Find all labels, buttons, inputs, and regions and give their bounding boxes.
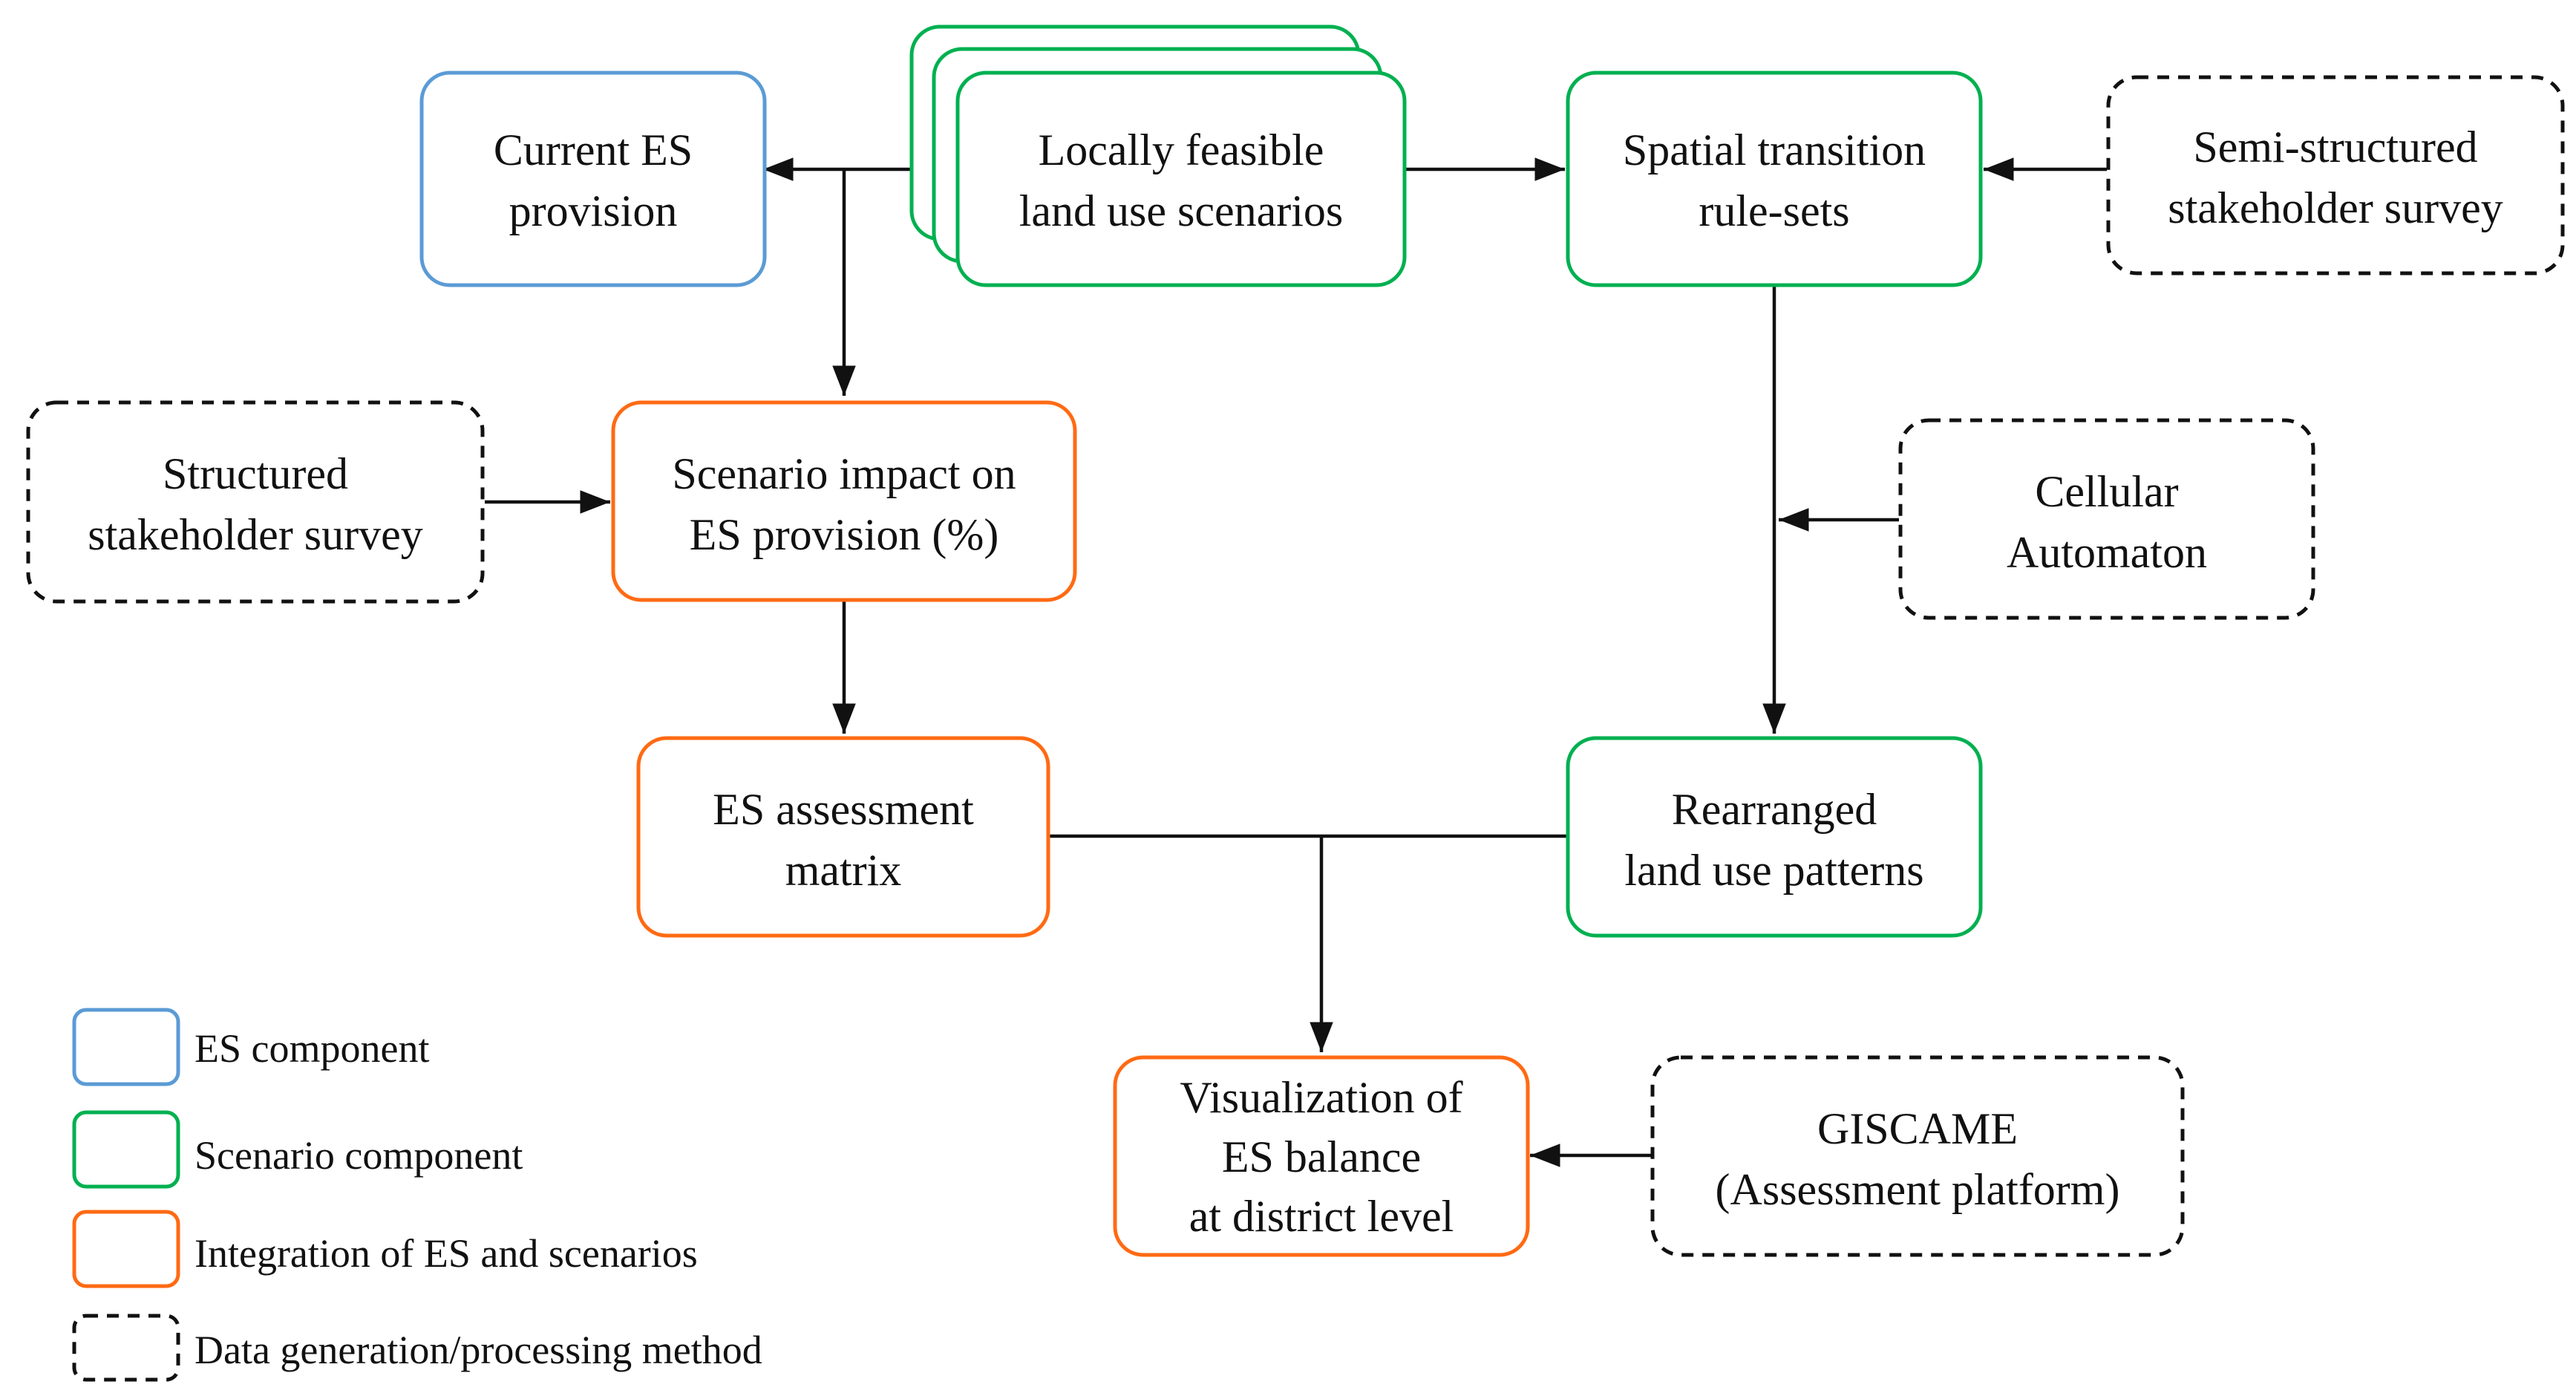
node-text: ES assessment <box>713 785 974 834</box>
node-visualization: Visualization of ES balance at district … <box>1113 1055 1530 1257</box>
legend-label: Data generation/processing method <box>194 1328 762 1372</box>
legend-item-data-method: Data generation/processing method <box>72 1314 762 1382</box>
stack-front-card <box>955 71 1407 287</box>
node-text: Semi-structured <box>2193 123 2477 172</box>
node-text: stakeholder survey <box>88 510 423 559</box>
legend-label: Scenario component <box>194 1133 523 1178</box>
node-text: Rearranged <box>1672 785 1877 834</box>
node-text: land use patterns <box>1624 846 1923 895</box>
connectors <box>485 157 2107 1167</box>
node-text: Visualization of <box>1180 1073 1462 1122</box>
node-text: at district level <box>1189 1192 1454 1241</box>
node-text: provision <box>509 186 678 235</box>
legend-swatch <box>72 1210 180 1288</box>
node-text: Scenario impact on <box>672 449 1016 498</box>
node-text: land use scenarios <box>1019 186 1344 235</box>
node-scenario-impact: Scenario impact on ES provision (%) <box>611 400 1077 602</box>
node-semi-structured-survey: Semi-structured stakeholder survey <box>2106 75 2565 275</box>
legend: ES component Scenario component Integrat… <box>72 1008 762 1382</box>
legend-swatch <box>72 1314 180 1382</box>
node-text: Current ES <box>494 125 693 174</box>
node-text: stakeholder survey <box>2168 183 2503 232</box>
legend-item-scenario-component: Scenario component <box>72 1110 523 1189</box>
node-es-assessment-matrix: ES assessment matrix <box>636 736 1050 938</box>
node-text: ES provision (%) <box>690 510 999 559</box>
node-current-es-provision: Current ES provision <box>419 71 767 287</box>
node-text: (Assessment platform) <box>1716 1165 2120 1214</box>
node-text: Locally feasible <box>1039 125 1324 174</box>
node-cellular-automaton: Cellular Automaton <box>1898 418 2315 620</box>
node-giscame: GISCAME (Assessment platform) <box>1650 1055 2185 1257</box>
node-rearranged-patterns: Rearranged land use patterns <box>1566 736 1983 938</box>
legend-swatch <box>72 1110 180 1189</box>
node-text: ES balance <box>1222 1132 1421 1181</box>
node-land-use-scenarios: Locally feasible land use scenarios <box>909 25 1407 287</box>
node-text: rule-sets <box>1699 186 1849 235</box>
legend-item-integration: Integration of ES and scenarios <box>72 1210 698 1288</box>
legend-label: ES component <box>194 1026 429 1071</box>
node-text: Cellular <box>2035 467 2178 516</box>
node-text: Automaton <box>2007 528 2207 577</box>
legend-swatch <box>72 1008 180 1086</box>
node-text: GISCAME <box>1817 1104 2018 1153</box>
node-structured-survey: Structured stakeholder survey <box>26 400 485 604</box>
legend-label: Integration of ES and scenarios <box>194 1231 698 1276</box>
legend-item-es-component: ES component <box>72 1008 429 1086</box>
node-text: Structured <box>163 449 348 498</box>
node-text: Spatial transition <box>1623 125 1926 174</box>
node-text: matrix <box>785 846 902 895</box>
node-spatial-transition-rule-sets: Spatial transition rule-sets <box>1566 71 1983 287</box>
